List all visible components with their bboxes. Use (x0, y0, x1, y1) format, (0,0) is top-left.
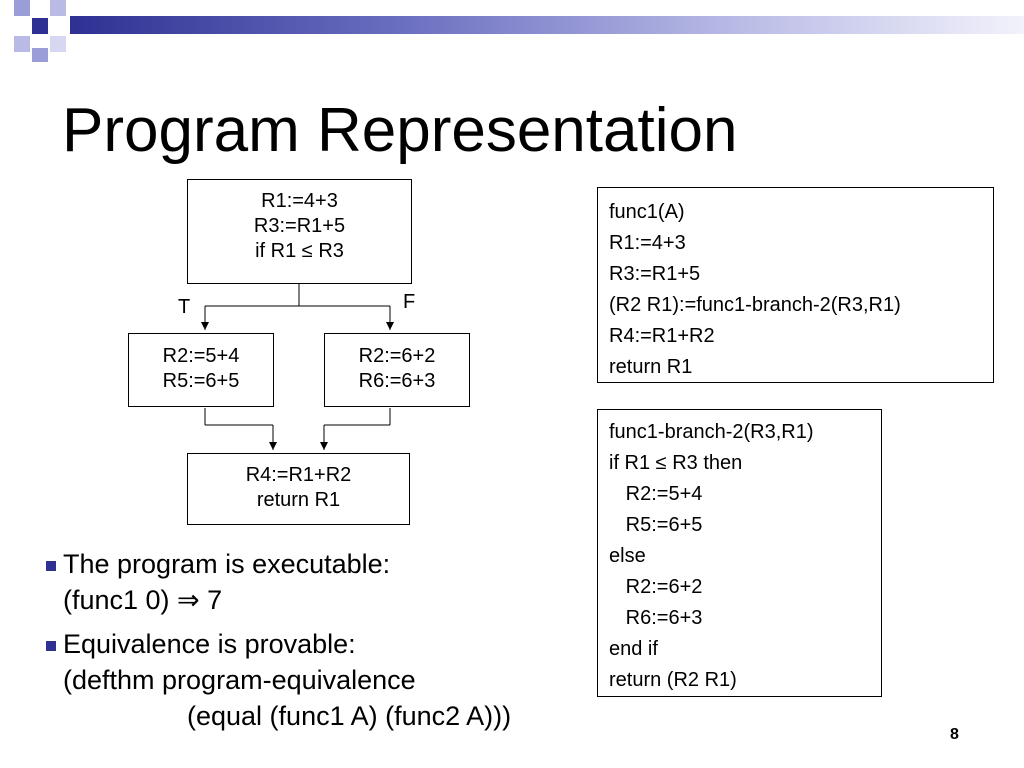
decor-square (14, 36, 30, 52)
bullet-subline: (equal (func1 A) (func2 A))) (187, 701, 512, 731)
cfg-line: R2:=5+4 (162, 345, 240, 367)
code-line: func1(A) (609, 201, 685, 223)
bullet-square-icon (46, 641, 56, 651)
code-line: else (609, 545, 646, 567)
cfg-line: R2:=6+2 (358, 345, 436, 367)
code-line: return R1 (609, 356, 693, 378)
cfg-false-block: R2:=6+2 R6:=6+3 (324, 333, 470, 407)
bullet-text: The program is executable: (63, 549, 391, 579)
bullet-text: Equivalence is provable: (63, 629, 356, 659)
code-line: R2:=6+2 (609, 576, 703, 598)
func1-branch-code-box: func1-branch-2(R3,R1) if R1 ≤ R3 then R2… (597, 409, 882, 697)
slide-title: Program Representation (62, 96, 738, 165)
bullet-subline: (func1 0) ⇒ 7 (63, 585, 223, 615)
cfg-line: if R1 ≤ R3 (255, 240, 344, 262)
cfg-line: return R1 (256, 489, 341, 511)
header-gradient-bar (70, 16, 1024, 34)
bullet-subline: (defthm program-equivalence (63, 665, 416, 695)
code-line: R4:=R1+R2 (609, 325, 715, 347)
decor-square (50, 0, 66, 16)
cfg-true-block: R2:=5+4 R5:=6+5 (128, 333, 274, 407)
connector-lines (201, 284, 394, 450)
cfg-line: R5:=6+5 (162, 370, 240, 392)
code-line: R5:=6+5 (609, 514, 703, 536)
decor-square (14, 0, 30, 16)
decor-square (32, 18, 48, 34)
code-line: R1:=4+3 (609, 232, 686, 254)
code-line: return (R2 R1) (609, 669, 737, 691)
code-line: (R2 R1):=func1-branch-2(R3,R1) (609, 294, 901, 316)
decor-square (50, 36, 66, 52)
cfg-line: R4:=R1+R2 (245, 464, 352, 486)
cfg-line: R3:=R1+5 (253, 215, 346, 237)
false-label: F (403, 291, 416, 313)
bullet-square-icon (46, 561, 56, 571)
bullet-item: Equivalence is provable: (defthm program… (46, 626, 511, 734)
decor-square (32, 48, 48, 62)
code-line: func1-branch-2(R3,R1) (609, 421, 814, 443)
cfg-line: R1:=4+3 (261, 190, 338, 212)
func1-code-box: func1(A) R1:=4+3 R3:=R1+5 (R2 R1):=func1… (597, 187, 994, 383)
cfg-exit-block: R4:=R1+R2 return R1 (187, 453, 410, 525)
true-label: T (178, 296, 191, 318)
cfg-entry-block: R1:=4+3 R3:=R1+5 if R1 ≤ R3 (187, 179, 412, 284)
page-number: 8 (950, 726, 959, 743)
code-line: R3:=R1+5 (609, 263, 701, 285)
code-line: R6:=6+3 (609, 607, 703, 629)
code-line: R2:=5+4 (609, 483, 703, 505)
code-line: if R1 ≤ R3 then (609, 452, 743, 474)
cfg-line: R6:=6+3 (358, 370, 436, 392)
bullet-item: The program is executable: (func1 0) ⇒ 7 (46, 546, 511, 618)
code-line: end if (609, 638, 658, 660)
bullet-list: The program is executable: (func1 0) ⇒ 7… (46, 546, 511, 734)
